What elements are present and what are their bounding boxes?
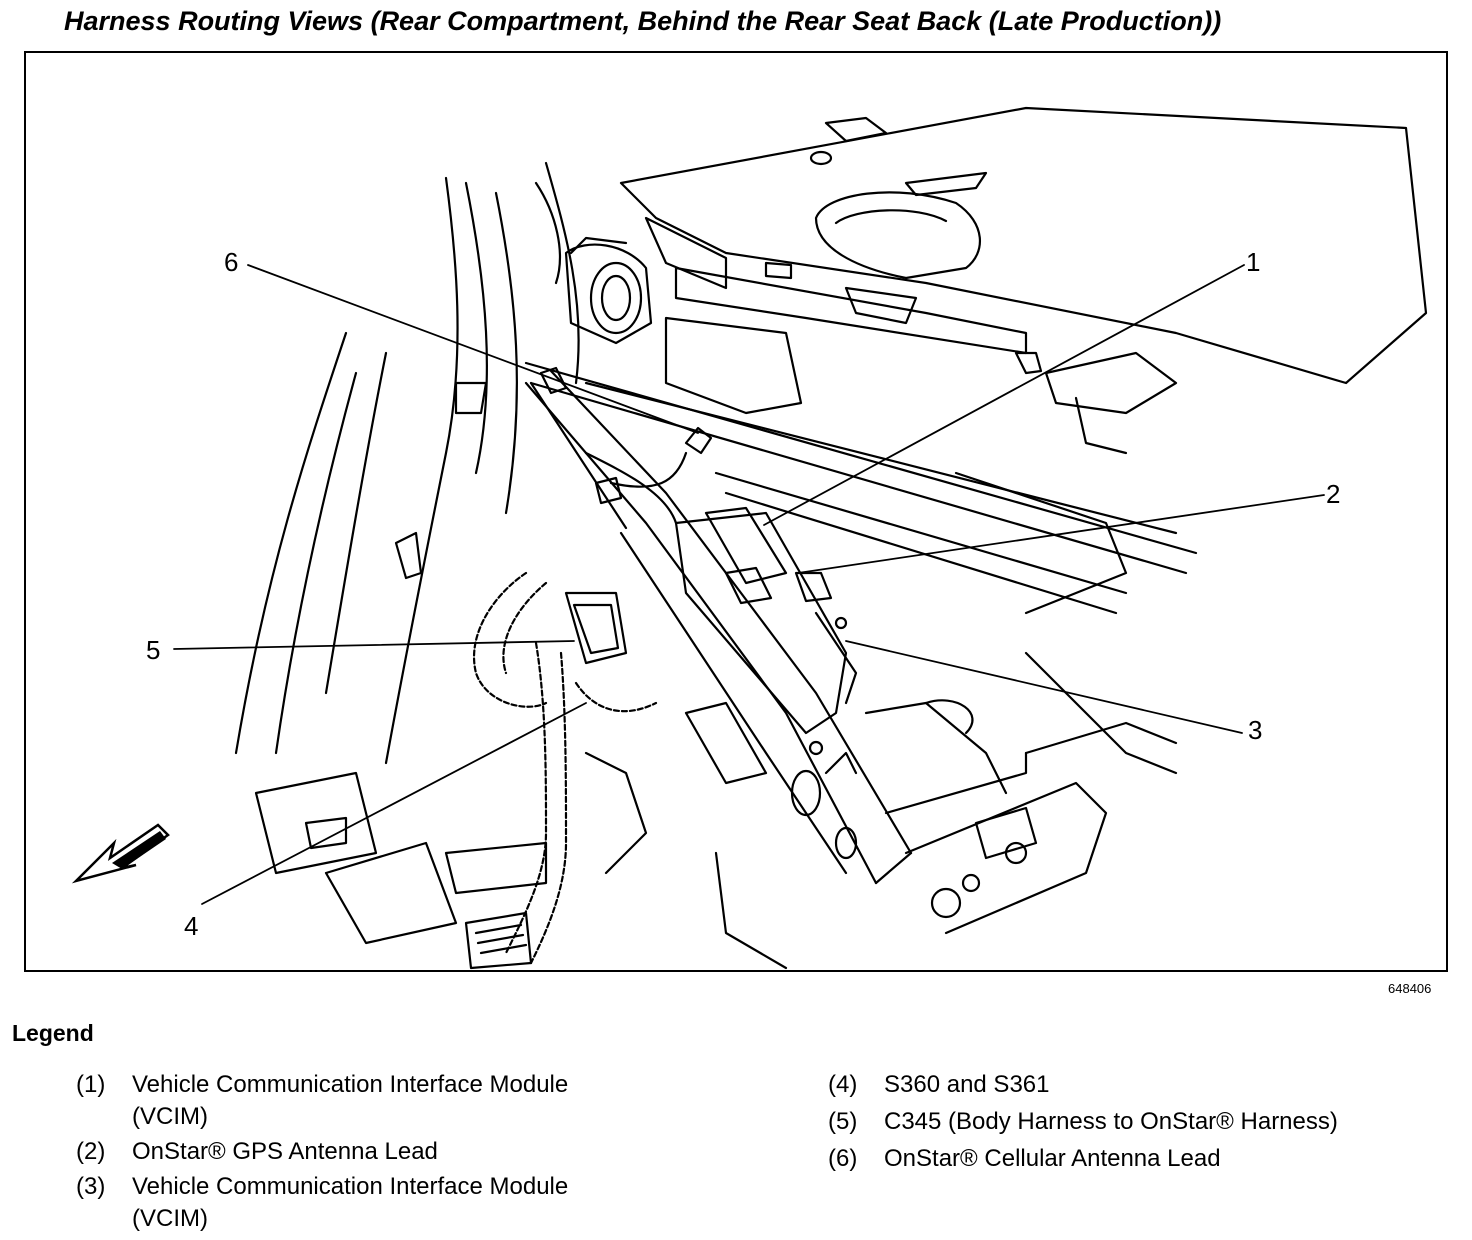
callout-4: 4 — [184, 911, 198, 941]
legend-heading: Legend — [12, 1020, 94, 1046]
legend-item-text: OnStar® Cellular Antenna Lead — [884, 1145, 1221, 1172]
callout-6: 6 — [224, 247, 238, 277]
legend-item-text: S360 and S361 — [884, 1071, 1050, 1098]
harness-bundle — [473, 366, 858, 965]
legend-item-text: Vehicle Communication Interface Module (… — [132, 1071, 569, 1130]
legend-item-number: (3) — [76, 1173, 106, 1200]
callout-5: 5 — [146, 635, 160, 665]
vcim-module — [674, 506, 858, 756]
leader-2 — [797, 494, 1325, 574]
legend-item-number: (1) — [76, 1071, 106, 1098]
legend-item-number: (2) — [76, 1138, 106, 1165]
figure-id: 648406 — [1388, 981, 1432, 996]
legend-item-number: (5) — [828, 1108, 858, 1135]
legend-item-text: C345 (Body Harness to OnStar® Harness) — [884, 1108, 1338, 1135]
floor-panels — [254, 471, 1178, 970]
leader-3 — [845, 640, 1243, 734]
leader-5 — [173, 640, 575, 650]
forward-arrow-icon — [71, 823, 170, 884]
speaker-mount — [564, 236, 653, 345]
leader-1 — [763, 264, 1245, 526]
diagram-title: Harness Routing Views (Rear Compartment,… — [64, 6, 1222, 36]
legend-item-text: OnStar® GPS Antenna Lead — [132, 1138, 438, 1165]
callout-3: 3 — [1248, 715, 1262, 745]
cross-member — [524, 361, 1198, 615]
legend-item-text: Vehicle Communication Interface Module (… — [132, 1173, 569, 1232]
vcim-bracket — [524, 369, 913, 885]
legend-item-number: (4) — [828, 1071, 858, 1098]
leader-4 — [201, 702, 587, 905]
left-pillar — [234, 161, 580, 765]
callout-1: 1 — [1246, 247, 1260, 277]
leader-6 — [247, 264, 699, 434]
callout-2: 2 — [1326, 479, 1340, 509]
leader-lines — [173, 264, 1325, 905]
legend-item-number: (6) — [828, 1145, 858, 1172]
harness-routing-drawing: 6 1 2 3 4 5 — [71, 106, 1428, 970]
rear-shelf-panel — [619, 106, 1428, 455]
diagram-frame: 6 1 2 3 4 5 — [24, 51, 1448, 972]
